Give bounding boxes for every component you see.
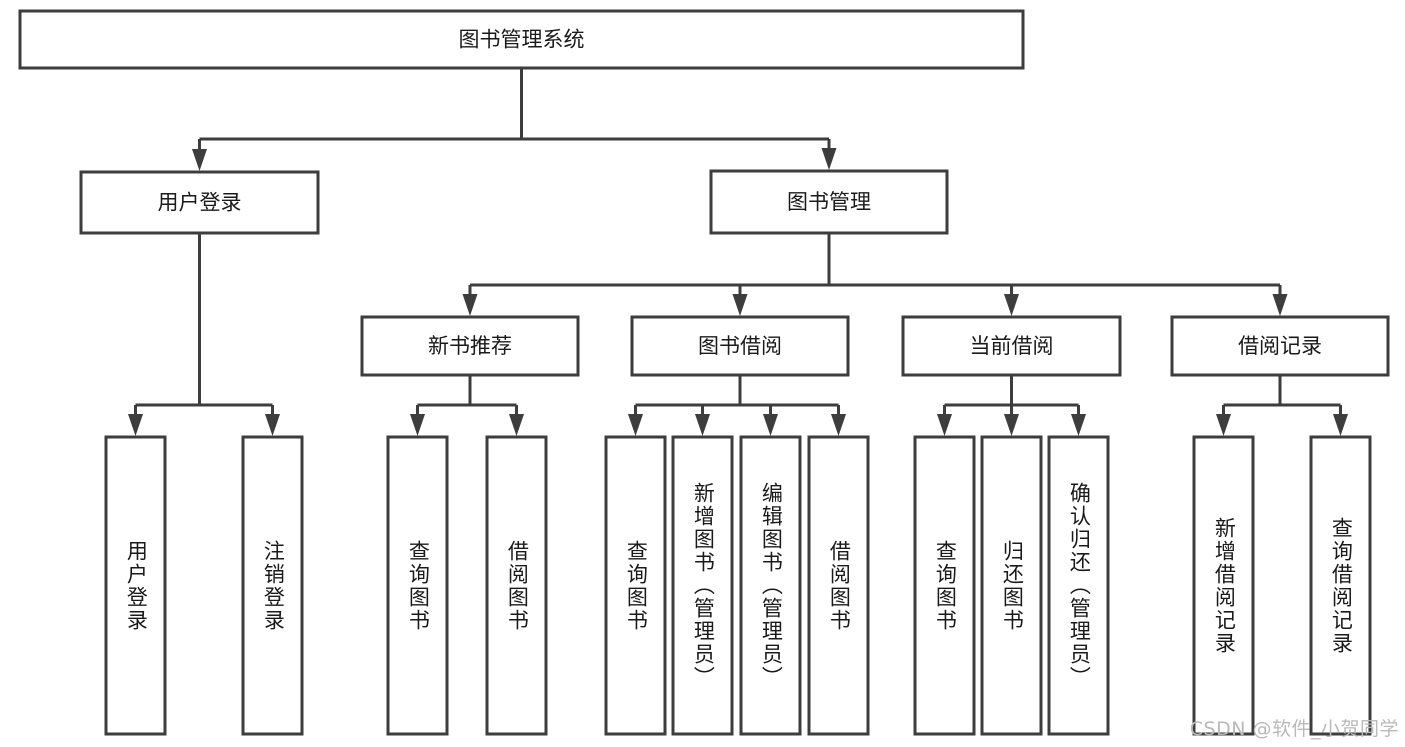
node-box-leaf-add-record[interactable] xyxy=(1192,435,1255,736)
node-box-leaf-borrow-book[interactable] xyxy=(807,435,870,736)
node-box-leaf-return-book[interactable] xyxy=(980,435,1043,736)
node-box-leaf-add-book[interactable] xyxy=(671,435,734,736)
node-box-book-manage[interactable] xyxy=(709,169,949,235)
node-box-leaf-query-record[interactable] xyxy=(1309,435,1372,736)
node-box-leaf-query-book-borrow[interactable] xyxy=(604,435,667,736)
node-box-leaf-edit-book[interactable] xyxy=(739,435,802,736)
node-box-book-borrow[interactable] xyxy=(630,315,850,377)
node-box-leaf-query-book-current[interactable] xyxy=(913,435,976,736)
node-box-leaf-user-logout[interactable] xyxy=(241,435,304,736)
node-box-user-login[interactable] xyxy=(79,170,320,235)
node-label-book-manage: 图书管理 xyxy=(787,190,871,214)
node-box-new-book-rec[interactable] xyxy=(360,315,580,377)
node-box-current-borrow[interactable] xyxy=(901,315,1122,377)
node-label-new-book-rec: 新书推荐 xyxy=(428,334,512,358)
node-box-leaf-confirm-return[interactable] xyxy=(1047,435,1110,736)
node-box-root[interactable] xyxy=(18,9,1025,70)
watermark: CSDN @软件_小贺同学 xyxy=(1189,718,1399,740)
node-box-borrow-record[interactable] xyxy=(1170,315,1390,377)
node-box-leaf-borrow-book-rec[interactable] xyxy=(485,435,548,736)
node-label-current-borrow: 当前借阅 xyxy=(970,334,1054,358)
node-label-book-borrow: 图书借阅 xyxy=(698,334,782,358)
node-label-root: 图书管理系统 xyxy=(459,28,585,52)
node-label-borrow-record: 借阅记录 xyxy=(1238,334,1322,358)
node-box-leaf-user-login[interactable] xyxy=(104,435,167,736)
node-box-leaf-query-book-rec[interactable] xyxy=(386,435,449,736)
node-label-user-login: 用户登录 xyxy=(158,191,242,215)
edges-layer xyxy=(128,68,1348,436)
